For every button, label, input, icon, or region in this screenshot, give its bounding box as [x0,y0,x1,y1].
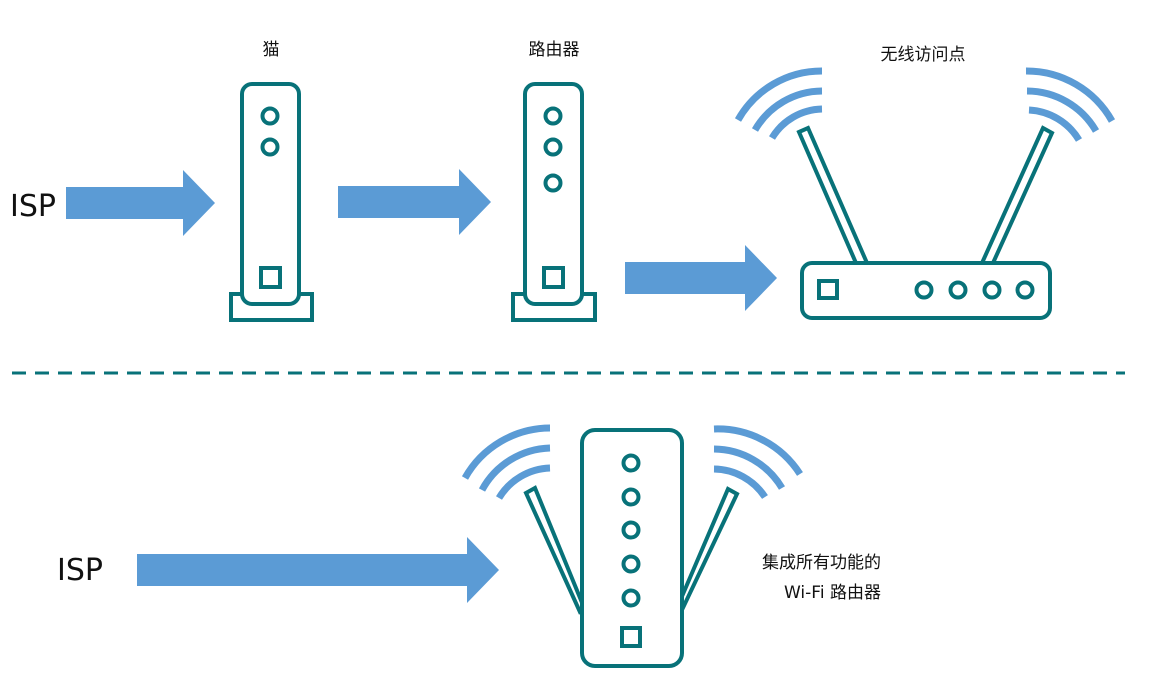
wifi-router-icon [461,424,803,668]
wifi-router-label-line1: 集成所有功能的 [762,553,881,573]
modem-label: 猫 [263,40,280,60]
modem-icon [229,82,314,322]
wifi-waves-right-icon [713,425,803,500]
router-icon [511,82,597,322]
wifi-waves-left-icon [461,424,551,500]
arrow-router-to-ap [625,245,777,311]
ap-label: 无线访问点 [881,45,966,65]
wifi-waves-left-icon [734,67,823,140]
arrow-isp-to-modem [66,170,215,236]
isp-label-top: ISP [10,189,56,224]
router-label: 路由器 [529,40,580,60]
isp-label-bottom: ISP [57,553,103,588]
wifi-waves-right-icon [1025,67,1116,142]
access-point-icon [734,67,1116,320]
wifi-router-label-line2: Wi-Fi 路由器 [784,583,881,603]
arrow-modem-to-router [338,169,491,235]
arrow-isp-to-wifi-router [137,537,499,603]
